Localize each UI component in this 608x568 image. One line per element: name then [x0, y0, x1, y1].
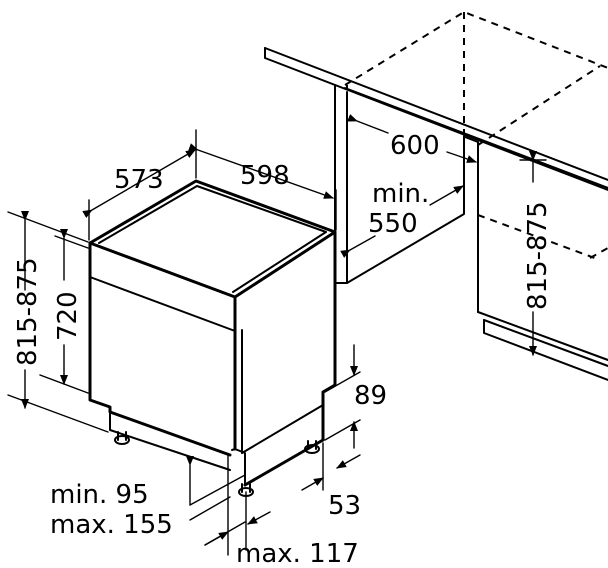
label-foot-max: max. 155 — [50, 510, 173, 540]
foot-front-left — [114, 435, 130, 445]
plinth-depth-dimension — [301, 442, 361, 491]
label-foot-min: min. 95 — [50, 480, 149, 510]
label-min-depth-line1: min. — [372, 179, 429, 209]
appliance-width-dimension — [188, 143, 337, 231]
door-overhang-dimension — [204, 454, 271, 556]
niche-cabinet-outline — [334, 84, 608, 381]
label-appliance-depth: 573 — [114, 165, 164, 195]
control-panel-line — [89, 276, 236, 332]
niche-hidden-edges — [344, 10, 608, 261]
total-height-dimension — [7, 211, 109, 433]
label-body-height: 720 — [53, 291, 83, 341]
label-niche-width: 600 — [390, 131, 440, 161]
label-plinth-height: 89 — [354, 381, 387, 411]
countertop — [264, 47, 608, 191]
body-height-dimension — [39, 229, 89, 394]
dishwasher-top — [88, 179, 337, 299]
label-plinth-depth: 53 — [328, 491, 361, 521]
foot-rear-right — [304, 444, 320, 454]
dishwasher-side — [243, 230, 337, 487]
niche-min-depth-dimension — [340, 185, 464, 258]
niche-height-dimension — [519, 151, 547, 356]
label-appliance-width: 598 — [240, 161, 290, 191]
label-niche-height: 815-875 — [523, 201, 553, 310]
dishwasher-front-left-edge — [88, 241, 232, 457]
dishwasher — [88, 179, 337, 497]
label-min-depth-line2: 550 — [368, 209, 418, 239]
plinth-height-dimension — [324, 344, 361, 449]
label-total-height: 815-875 — [13, 257, 43, 366]
foot-adjustment-dimension — [186, 456, 246, 546]
niche-width-dimension — [347, 114, 477, 163]
label-door-overhang: max. 117 — [236, 539, 359, 568]
